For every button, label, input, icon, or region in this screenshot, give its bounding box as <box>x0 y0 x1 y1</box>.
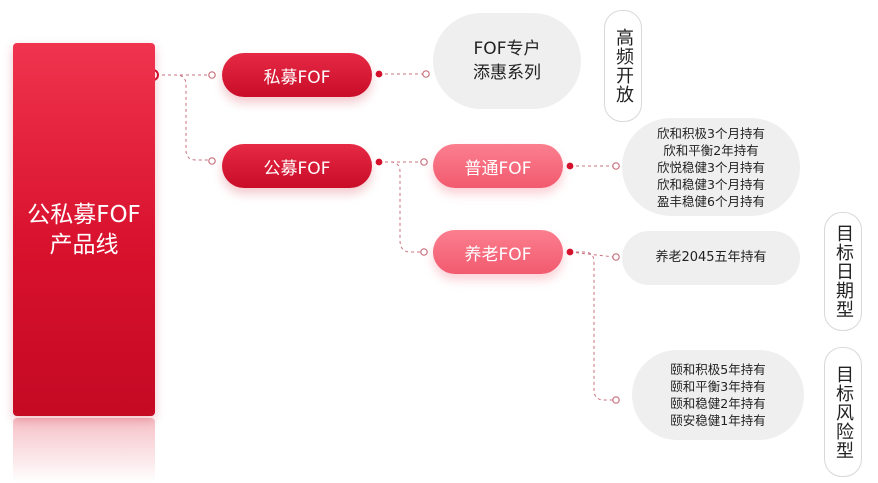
tag-target-risk: 目标风险型 <box>824 347 862 477</box>
private-fof-node: 私募FOF <box>222 53 372 97</box>
normal-products-text: 欣和积极3个月持有 欣和平衡2年持有 欣悦稳健3个月持有 欣和稳健3个月持有 盈… <box>657 125 765 209</box>
tag-open: 高频开放 <box>604 10 642 122</box>
normal-products-bubble: 欣和积极3个月持有 欣和平衡2年持有 欣悦稳健3个月持有 欣和稳健3个月持有 盈… <box>622 118 800 216</box>
root-node: 公私募FOF 产品线 <box>13 43 155 416</box>
fof-special-text: FOF专户 添惠系列 <box>473 39 541 83</box>
target-risk-text: 颐和积极5年持有 颐和平衡3年持有 颐和稳健2年持有 颐安稳健1年持有 <box>670 362 766 428</box>
tag-open-text: 高频开放 <box>613 28 634 104</box>
target-date-bubble: 养老2045五年持有 <box>622 231 800 285</box>
pension-fof-node: 养老FOF <box>433 230 563 274</box>
normal-fof-node: 普通FOF <box>433 144 563 188</box>
root-reflection <box>13 418 155 483</box>
target-date-text: 养老2045五年持有 <box>655 250 767 265</box>
fof-special-bubble: FOF专户 添惠系列 <box>433 13 581 109</box>
public-fof-node: 公募FOF <box>222 144 372 188</box>
public-fof-label: 公募FOF <box>263 158 331 179</box>
pension-fof-label: 养老FOF <box>464 244 532 265</box>
private-fof-label: 私募FOF <box>263 67 331 88</box>
root-label: 公私募FOF 产品线 <box>27 201 141 258</box>
tag-target-risk-text: 目标风险型 <box>833 364 854 460</box>
tag-target-date: 目标日期型 <box>824 212 862 331</box>
target-risk-bubble: 颐和积极5年持有 颐和平衡3年持有 颐和稳健2年持有 颐安稳健1年持有 <box>632 350 804 440</box>
tag-target-date-text: 目标日期型 <box>833 224 854 319</box>
normal-fof-label: 普通FOF <box>464 158 532 179</box>
